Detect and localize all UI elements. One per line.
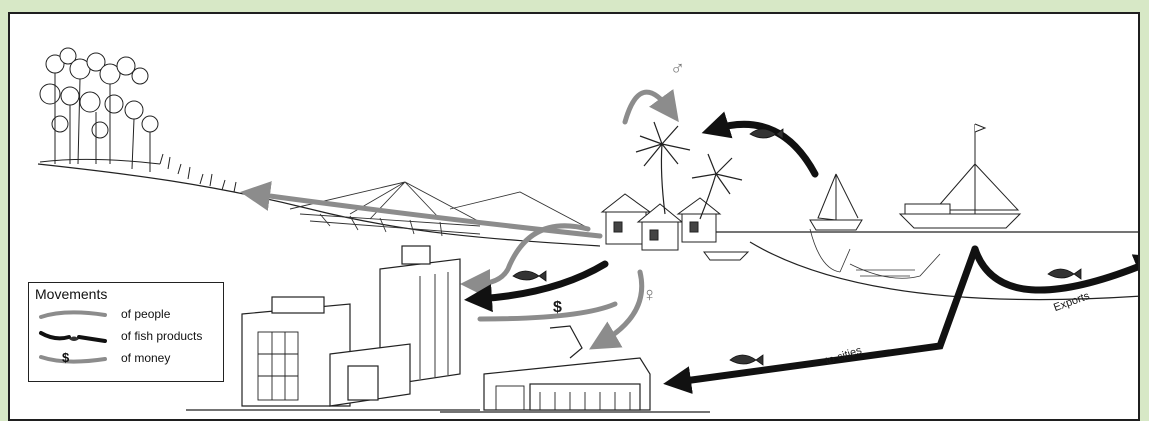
legend-item-money: $ of money [29, 349, 225, 369]
diagram-frame: $ ♂ ♀ to cities Exports Movements of peo… [8, 12, 1140, 421]
legend-title: Movements [35, 286, 107, 302]
legend: Movements of people of fish products $ o… [28, 282, 224, 382]
forest [40, 48, 236, 192]
fish-icon [513, 129, 1081, 365]
money-symbol: $ [553, 299, 562, 317]
legend-item-fish: of fish products [29, 327, 225, 347]
money-arrow-icon [35, 349, 115, 369]
legend-label-fish: of fish products [121, 329, 202, 343]
male-symbol: ♂ [670, 58, 685, 81]
palm-trees [636, 122, 742, 219]
legend-item-people: of people [29, 305, 225, 325]
village-huts [602, 194, 748, 260]
legend-money-symbol: $ [62, 350, 69, 365]
legend-label-money: of money [121, 351, 170, 365]
city-warehouse [440, 326, 710, 412]
fish-arrow-icon [35, 327, 115, 347]
legend-label-people: of people [121, 307, 170, 321]
female-symbol: ♀ [642, 284, 657, 307]
seine-net [810, 229, 940, 278]
boats [810, 124, 1020, 230]
city-buildings [186, 246, 480, 410]
people-arrow-icon [35, 305, 115, 325]
